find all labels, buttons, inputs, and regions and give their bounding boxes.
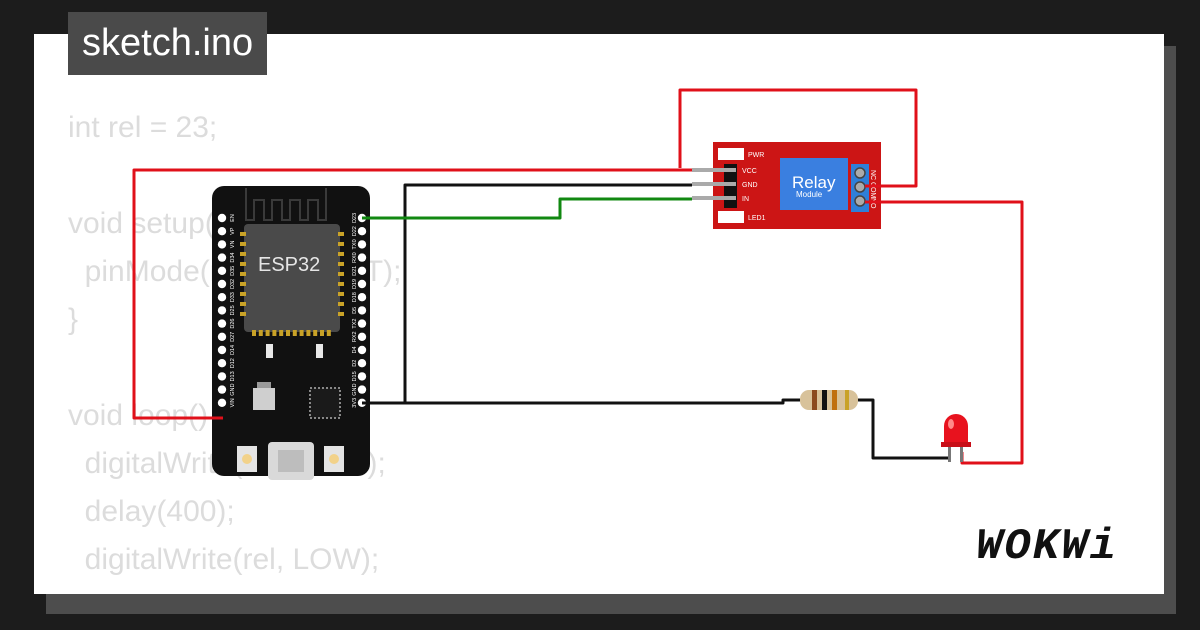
esp32-pin-label: D27 (230, 332, 236, 342)
esp32-pin-label: D13 (230, 371, 236, 381)
esp32-pin-left[interactable] (217, 266, 227, 275)
code-line: void loop() { (68, 399, 227, 432)
esp32-pin-right[interactable] (357, 319, 367, 328)
code-line: delay(400); (68, 584, 401, 594)
relay-led-label: LED1 (748, 215, 766, 222)
esp32-pin-right[interactable] (357, 385, 367, 394)
wire-red-led (865, 200, 1024, 465)
esp32-pin-label: VN (230, 241, 236, 249)
esp32-pin-label: VP (230, 227, 236, 235)
relay-terminal-label: NC (869, 170, 876, 180)
esp32-pin-label: RX2 (352, 331, 358, 342)
code-line: delay(400); (68, 495, 235, 528)
esp32-pin-left[interactable] (217, 319, 227, 328)
esp32-pin-right[interactable] (357, 240, 367, 249)
esp32-pin-right[interactable] (357, 227, 367, 236)
esp32-pin-right[interactable] (357, 306, 367, 315)
relay-pin-label: IN (742, 196, 749, 203)
esp32-pin-label: D19 (352, 279, 358, 289)
esp32-pin-right[interactable] (357, 359, 367, 368)
resistor[interactable] (800, 390, 858, 410)
wire-black-led (858, 398, 950, 460)
esp32-pin-label: D26 (230, 319, 236, 329)
esp32-pin-label: D5 (352, 307, 358, 314)
esp32-pin-label: D15 (352, 371, 358, 381)
relay-terminal-label: COM (869, 182, 876, 199)
esp32-pin-label: D35 (230, 266, 236, 276)
esp32-pin-label: D21 (352, 266, 358, 276)
relay-led-label: PWR (748, 152, 764, 159)
esp32-pin-right[interactable] (357, 332, 367, 341)
esp32-pin-label: EN (230, 214, 236, 222)
esp32-pin-left[interactable] (217, 240, 227, 249)
esp32-pin-label: RX0 (352, 252, 358, 263)
esp32-pin-label: GND (352, 383, 358, 395)
relay-pin-label: GND (742, 182, 758, 189)
esp32-pin-left[interactable] (217, 345, 227, 355)
esp32-pin-label: D4 (352, 346, 358, 353)
esp32-pin-label: GND (230, 383, 236, 395)
esp32-pin-label: D14 (230, 345, 236, 355)
wokwi-logo: WOKWi (976, 522, 1119, 572)
esp32-pin-right[interactable] (357, 279, 367, 289)
esp32-pin-label: D12 (230, 358, 236, 368)
relay-title: Relay (792, 173, 836, 192)
esp32-pin-label: TX0 (352, 239, 358, 249)
esp32-label: ESP32 (258, 254, 320, 276)
wire-green-signal (362, 197, 692, 220)
relay-module[interactable]: Relay Module PWR LED1 VCC GND IN NC COM … (692, 142, 881, 229)
relay-terminal-label: NO (869, 198, 876, 209)
esp32-pin-label: D18 (352, 292, 358, 302)
esp32-pin-label: D34 (230, 253, 236, 263)
wire-black-resistor (362, 398, 800, 405)
esp32-pin-left[interactable] (217, 253, 227, 262)
led-red[interactable] (941, 414, 971, 462)
esp32-pin-left[interactable] (217, 385, 227, 394)
esp32-pin-label: D32 (230, 279, 236, 289)
wire-red-vin (132, 168, 692, 420)
esp32-pin-left[interactable] (217, 279, 227, 289)
code-line: } (68, 303, 79, 336)
esp32-pin-label: D22 (352, 226, 358, 236)
wire-red-loop (678, 88, 918, 188)
esp32-pin-left[interactable] (217, 213, 227, 223)
esp32-pin-label: 3V3 (352, 398, 358, 408)
esp32-pin-left[interactable] (217, 372, 227, 381)
esp32-pin-right[interactable] (357, 345, 367, 355)
esp32-pin-label: D25 (230, 305, 236, 315)
esp32-pin-label: D23 (352, 213, 358, 223)
esp32-pin-label: TX2 (352, 319, 358, 329)
esp32-pin-left[interactable] (217, 359, 227, 368)
esp32-pin-label: D2 (352, 360, 358, 367)
code-line: int rel = 23; (68, 111, 218, 144)
esp32-pin-label: VIN (230, 398, 236, 407)
esp32-pin-right[interactable] (357, 293, 367, 302)
esp32-pin-left[interactable] (217, 293, 227, 302)
esp32-pin-left[interactable] (217, 227, 227, 236)
esp32-pin-right[interactable] (357, 266, 367, 275)
esp32-pin-left[interactable] (217, 398, 227, 407)
esp32-pin-right[interactable] (357, 253, 367, 262)
esp32-pin-left[interactable] (217, 332, 227, 341)
code-line: digitalWrite(rel, LOW); (68, 543, 380, 576)
esp32-pin-left[interactable] (217, 306, 227, 315)
relay-pin-label: VCC (742, 168, 757, 175)
relay-subtitle: Module (796, 190, 823, 199)
esp32-pin-right[interactable] (357, 372, 367, 381)
file-tab[interactable]: sketch.ino (68, 12, 268, 75)
esp32-pin-label: D33 (230, 292, 236, 302)
